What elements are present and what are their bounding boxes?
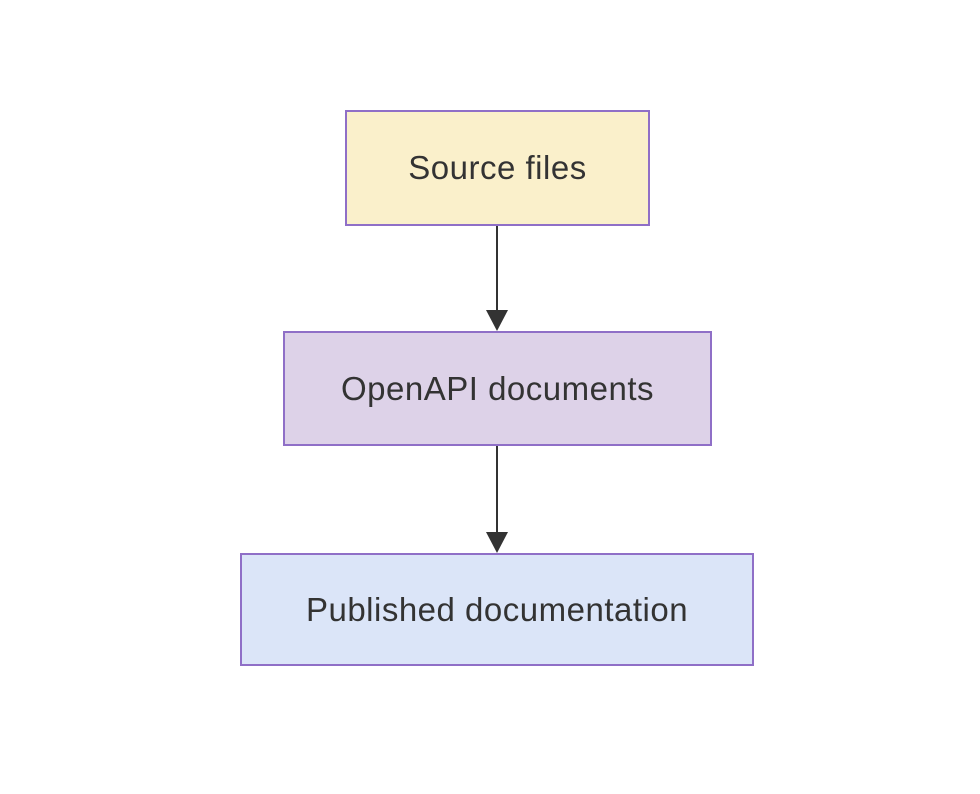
node-source-files: Source files	[345, 110, 650, 226]
arrowhead-down-icon	[486, 310, 508, 331]
node-openapi-documents: OpenAPI documents	[283, 331, 712, 446]
arrow-openapi-to-published-icon	[486, 446, 508, 553]
arrowhead-down-icon	[486, 532, 508, 553]
node-openapi-documents-label: OpenAPI documents	[340, 369, 654, 407]
node-published-documentation-label: Published documentation	[305, 590, 689, 628]
node-source-files-label: Source files	[408, 149, 587, 186]
arrow-source-to-openapi-icon	[486, 226, 508, 331]
node-published-documentation: Published documentation	[240, 553, 754, 666]
